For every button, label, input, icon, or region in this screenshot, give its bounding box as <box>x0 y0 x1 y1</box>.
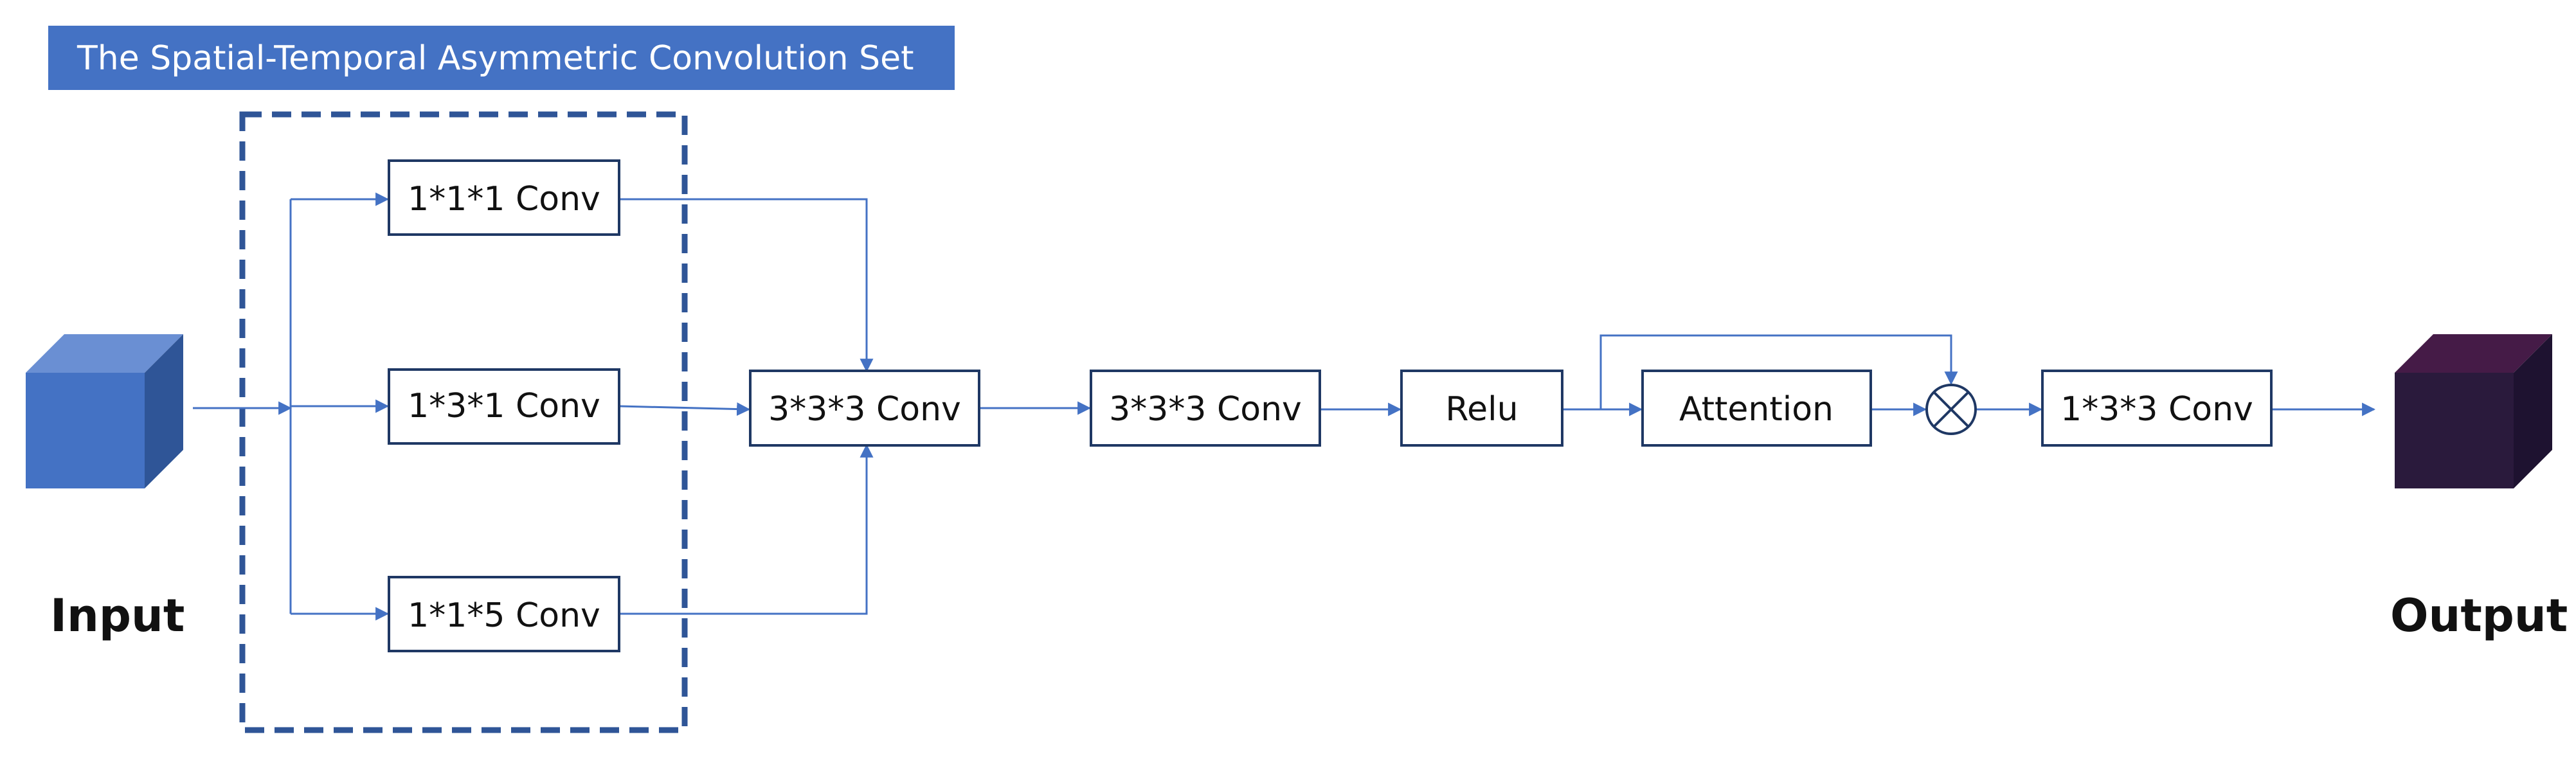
node-conv-131-box <box>388 368 620 445</box>
arrow-conv-131-to-conv-333 <box>618 402 751 416</box>
title-banner-background <box>48 26 955 90</box>
input-label: Input <box>50 589 185 642</box>
output-cube-front <box>2395 373 2514 488</box>
circle-times-icon <box>1925 384 1977 435</box>
output-cube-side <box>2514 334 2552 488</box>
node-conv-133: 1*3*3 Conv <box>2041 370 2273 447</box>
input-cube-front <box>26 373 145 488</box>
node-conv-115: 1*1*5 Conv <box>388 576 620 652</box>
output-label: Output <box>2390 589 2568 642</box>
node-conv-133-box <box>2041 370 2273 447</box>
node-conv-333-a-box <box>749 370 980 447</box>
node-conv-115-box <box>388 576 620 652</box>
node-conv-333-b: 3*3*3 Conv <box>1090 370 1321 447</box>
node-conv-131: 1*3*1 Conv <box>388 368 620 445</box>
node-conv-333-b-label: 3*3*3 Conv <box>1109 390 1302 429</box>
arrow-conv-115-to-conv-333 <box>619 443 874 615</box>
node-attention-label: Attention <box>1679 390 1833 429</box>
output-cube-top <box>2395 334 2552 373</box>
node-conv-111: 1*1*1 Conv <box>388 159 620 236</box>
input-cube-side <box>145 334 183 488</box>
node-relu: Relu <box>1400 370 1563 447</box>
node-relu-box <box>1400 370 1563 447</box>
input-cube-top <box>26 334 183 373</box>
node-relu-label: Relu <box>1445 390 1518 429</box>
node-conv-133-label: 1*3*3 Conv <box>2060 390 2253 429</box>
arrow-conv-111-to-conv-333 <box>619 198 874 373</box>
node-attention-box <box>1641 370 1872 447</box>
node-conv-333-b-box <box>1090 370 1321 447</box>
arrow-relu-skip-to-multiply <box>1599 334 1958 409</box>
node-conv-333-a: 3*3*3 Conv <box>749 370 980 447</box>
node-conv-131-label: 1*3*1 Conv <box>408 387 600 425</box>
asymmetric-conv-set-dashed-border <box>239 111 688 733</box>
title-banner: The Spatial-Temporal Asymmetric Convolut… <box>48 26 955 90</box>
input-cube-icon <box>26 334 183 488</box>
output-cube-icon <box>2395 334 2552 488</box>
connectors <box>193 192 2376 621</box>
node-conv-333-a-label: 3*3*3 Conv <box>768 390 961 429</box>
title-text: The Spatial-Temporal Asymmetric Convolut… <box>77 39 914 78</box>
node-attention: Attention <box>1641 370 1872 447</box>
node-conv-111-box <box>388 159 620 236</box>
multiply-cross-b <box>1932 391 1970 428</box>
node-conv-111-label: 1*1*1 Conv <box>408 180 600 219</box>
node-conv-115-label: 1*1*5 Conv <box>408 596 600 635</box>
